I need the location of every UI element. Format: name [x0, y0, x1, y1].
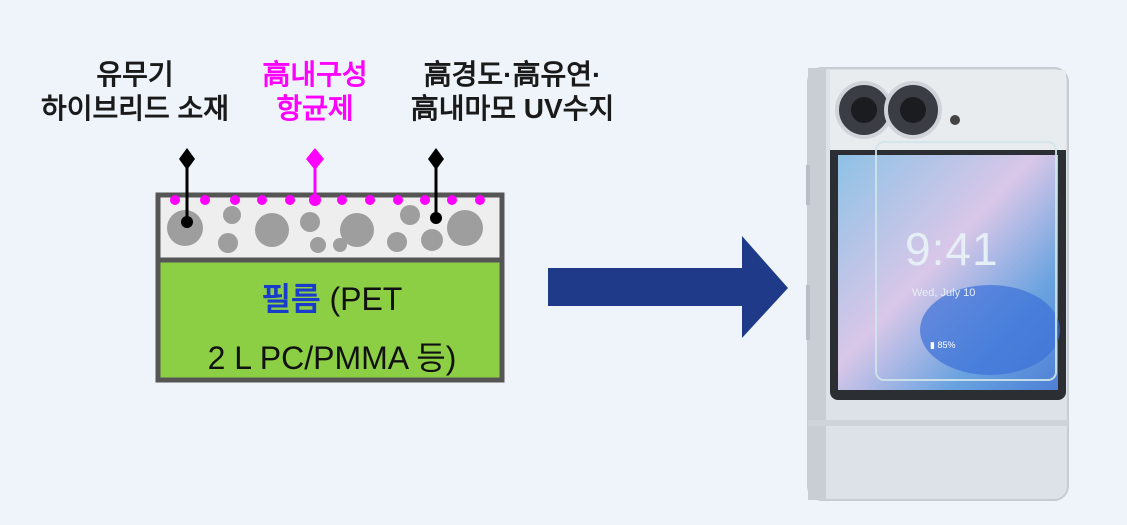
film-main-label: 필름 [261, 281, 321, 317]
film-line1-rest: (PET [320, 281, 403, 317]
arrow-right-icon [548, 236, 788, 338]
label-inorganic-hybrid: 유무기 하이브리드 소재 [20, 58, 250, 126]
pointer-antibacterial [306, 148, 324, 206]
hinge [808, 420, 1068, 426]
protective-film-outline [875, 141, 1057, 381]
antibacterial-dot [393, 195, 403, 205]
film-label-line1: 필름 (PET [160, 274, 504, 320]
antibacterial-dot [365, 195, 375, 205]
particle [333, 238, 347, 252]
label-antibacterial-line2: 항균제 [276, 93, 354, 124]
lockscreen-date: Wed, July 10 [912, 287, 976, 299]
particle [255, 213, 289, 247]
particle [387, 232, 407, 252]
antibacterial-dot [447, 195, 457, 205]
label-inorganic-line1: 유무기 [96, 59, 174, 90]
particle [310, 237, 326, 253]
particle [300, 212, 320, 232]
label-resin-line1: 高경도·高유연· [423, 59, 602, 90]
side-button [806, 165, 810, 205]
lockscreen-battery: ▮ 85% [930, 340, 956, 350]
film-layer [155, 257, 505, 383]
label-resin-line2: 高내마모 UV수지 [410, 93, 615, 124]
wallpaper-shape [920, 285, 1060, 375]
pointer-inorganic [179, 148, 195, 228]
particle [218, 233, 238, 253]
antibacterial-dot [337, 195, 347, 205]
antibacterial-dots [170, 195, 485, 205]
camera-lens-inner [851, 97, 877, 123]
flash-icon [950, 115, 960, 125]
particle [447, 210, 483, 246]
camera-lens-inner [900, 97, 926, 123]
antibacterial-dot [475, 195, 485, 205]
label-antibacterial: 高내구성 항균제 [240, 58, 390, 126]
film-label-line2: 2 L PC/PMMA 등) [207, 340, 457, 376]
particle [223, 206, 241, 224]
antibacterial-dot [285, 195, 295, 205]
label-antibacterial-line1: 高내구성 [262, 59, 368, 90]
pointer-uv-resin [428, 148, 444, 224]
coating-layer [155, 192, 505, 263]
side-button [806, 285, 810, 340]
phone-side [808, 68, 826, 500]
particle [421, 229, 443, 251]
lockscreen-clock: 9:41 [905, 223, 999, 275]
particle [400, 205, 420, 225]
label-inorganic-line2: 하이브리드 소재 [40, 93, 230, 124]
antibacterial-dot [420, 195, 430, 205]
antibacterial-dot [257, 195, 267, 205]
particle [167, 210, 203, 246]
antibacterial-dot [170, 195, 180, 205]
particle [340, 213, 374, 247]
particles [167, 205, 483, 253]
antibacterial-dot [200, 195, 210, 205]
phone-illustration [806, 67, 1069, 501]
antibacterial-dot [230, 195, 240, 205]
label-uv-resin: 高경도·高유연· 高내마모 UV수지 [395, 58, 630, 126]
